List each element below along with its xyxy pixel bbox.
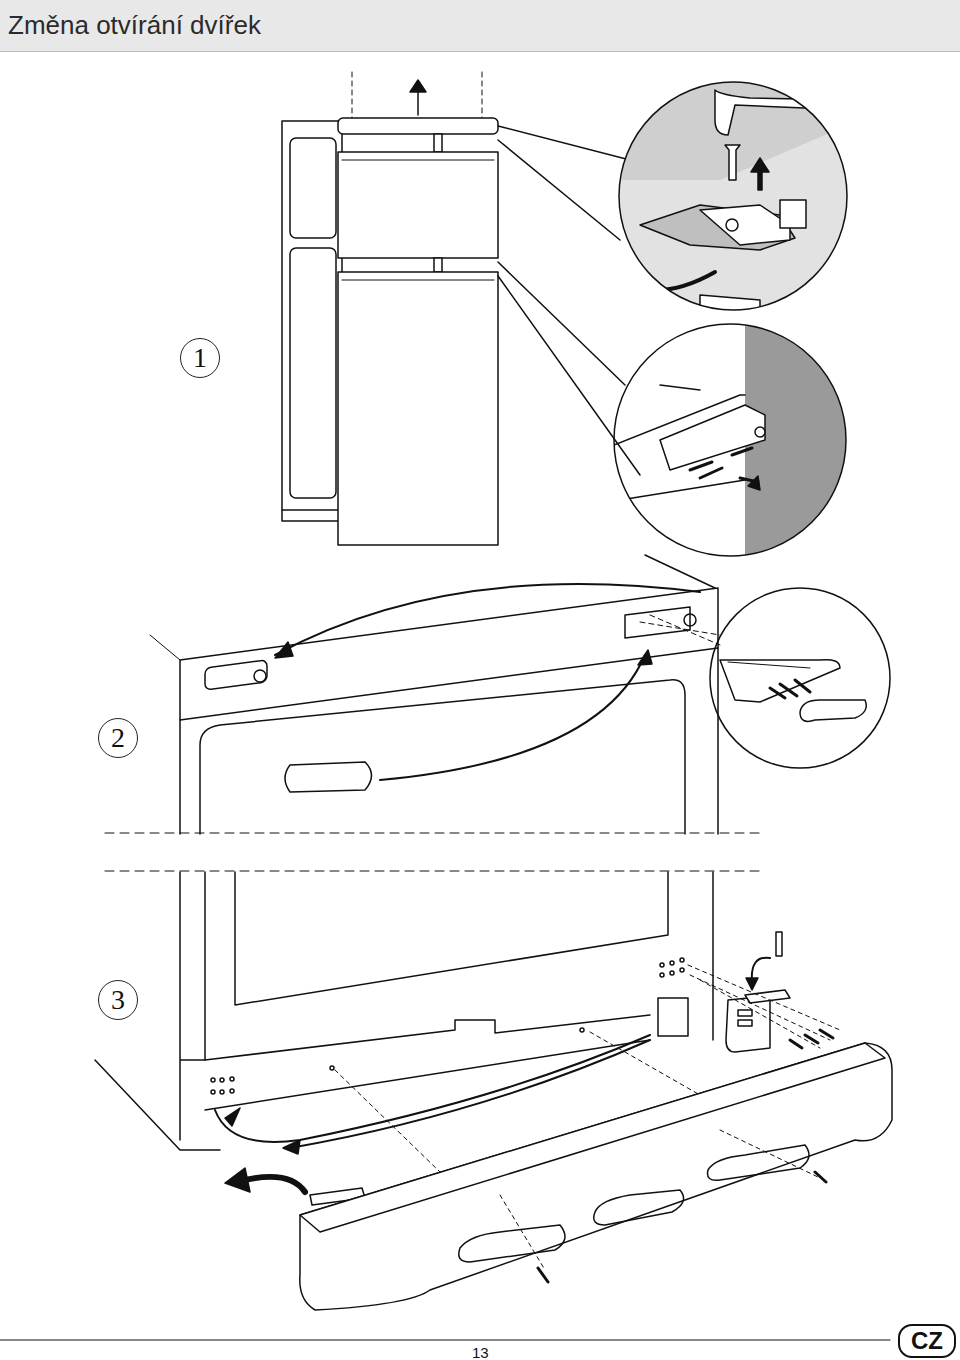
node-text: 1 (193, 342, 207, 374)
language-badge: CZ (898, 1324, 956, 1358)
page-number: 13 (472, 1344, 489, 1360)
title-band: Změna otvírání dvířek (0, 0, 960, 52)
node-text: 3 (111, 984, 125, 1016)
callout-number: 2 (98, 718, 138, 758)
node-text: 2 (111, 722, 125, 754)
callout-number: 3 (98, 980, 138, 1020)
node-text: CZ (911, 1327, 943, 1355)
title-text: Změna otvírání dvířek (8, 10, 261, 41)
callout-number: 1 (180, 338, 220, 378)
